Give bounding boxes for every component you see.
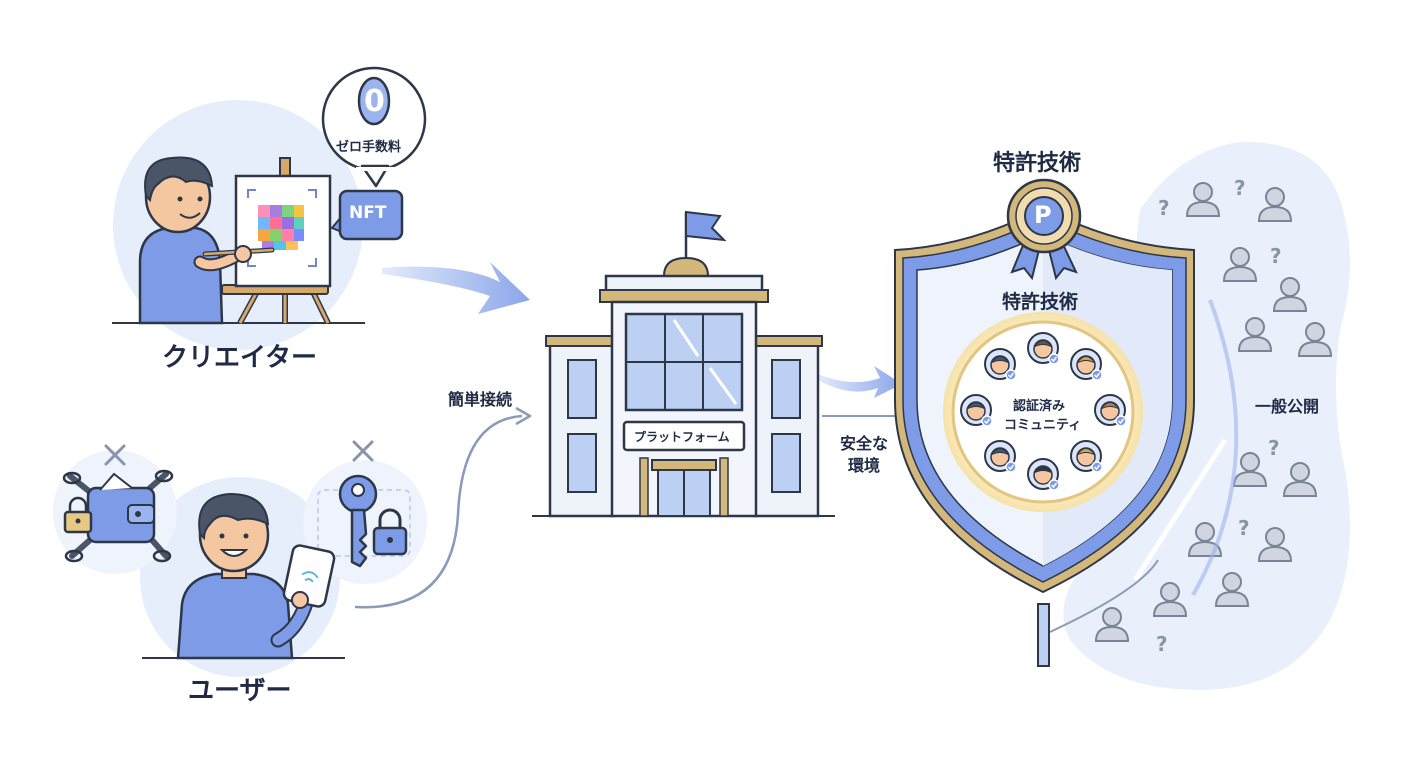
patent-title-inner: 特許技術 xyxy=(1002,291,1079,313)
question-mark: ? xyxy=(1156,632,1168,656)
creator-label: クリエイター xyxy=(162,343,317,373)
question-mark: ? xyxy=(1270,244,1282,268)
public-person-icon xyxy=(1237,317,1273,352)
check-badge-icon xyxy=(1115,415,1127,427)
community-avatars xyxy=(960,332,1127,491)
secure-environment-line1: 安全な xyxy=(840,434,889,453)
platform-sign xyxy=(622,420,746,452)
smartphone-icon xyxy=(282,544,336,609)
public-person-icon xyxy=(1214,572,1250,607)
community-member-avatar xyxy=(1070,348,1103,381)
check-badge-icon xyxy=(1048,479,1060,491)
public-person-icon xyxy=(1257,527,1293,562)
verified-community-line1: 認証済み xyxy=(1013,399,1066,414)
community-member-avatar xyxy=(1027,458,1060,491)
zero-fee-text: ゼロ手数料 xyxy=(336,140,402,155)
creator-to-platform-arrow xyxy=(382,262,530,314)
wallet-icon xyxy=(62,469,174,563)
user-label: ユーザー xyxy=(188,676,292,706)
crowd-people xyxy=(1094,182,1333,642)
zero-fee-bubble xyxy=(321,66,427,188)
zero-fee-number: 0 xyxy=(364,84,385,119)
padlock-icon xyxy=(63,496,93,534)
nft-pixel-art xyxy=(258,205,304,250)
creator-illustration xyxy=(112,66,427,350)
public-person-icon xyxy=(1185,182,1221,217)
easel-icon xyxy=(221,157,332,325)
platform-building xyxy=(532,210,835,518)
user-illustration xyxy=(53,440,427,677)
public-person-icon xyxy=(1257,187,1293,222)
x-mark-icon xyxy=(352,440,374,462)
secure-environment-line2: 環境 xyxy=(848,456,881,475)
check-badge-icon xyxy=(1005,369,1017,381)
platform-to-shield-arrow xyxy=(818,366,902,398)
patent-medal-icon xyxy=(1006,178,1082,281)
x-mark-icon xyxy=(104,444,126,466)
public-person-icon xyxy=(1282,462,1318,497)
medal-letter: P xyxy=(1034,201,1052,229)
public-person-icon xyxy=(1222,247,1258,282)
key-icon xyxy=(317,474,411,568)
connector-arrowhead xyxy=(515,406,532,426)
flag-icon xyxy=(684,210,727,262)
community-member-avatar xyxy=(1094,394,1127,427)
platform-sign-label: プラットフォーム xyxy=(634,430,730,444)
check-badge-icon xyxy=(1048,353,1060,365)
public-person-icon xyxy=(1272,277,1308,312)
public-person-icon xyxy=(1094,607,1130,642)
check-badge-icon xyxy=(981,415,993,427)
user-to-platform-connector xyxy=(354,414,523,609)
question-mark: ? xyxy=(1234,176,1246,200)
community-member-avatar xyxy=(960,394,993,427)
public-label: 一般公開 xyxy=(1255,397,1320,416)
community-member-avatar xyxy=(1027,332,1060,365)
creator-person xyxy=(138,156,275,325)
public-person-icon xyxy=(1152,582,1188,617)
verified-community-line2: コミュニティ xyxy=(1004,418,1082,433)
question-mark: ? xyxy=(1268,436,1280,460)
check-badge-icon xyxy=(1091,369,1103,381)
nft-tag-label: NFT xyxy=(349,203,387,223)
question-mark: ? xyxy=(1158,196,1170,220)
check-badge-icon xyxy=(1091,461,1103,473)
nft-tag xyxy=(330,189,404,241)
public-person-icon xyxy=(1232,452,1268,487)
public-person-icon xyxy=(1297,322,1333,357)
question-mark: ? xyxy=(1238,516,1250,540)
community-member-avatar xyxy=(984,348,1017,381)
patent-title-top: 特許技術 xyxy=(993,151,1082,176)
community-member-avatar xyxy=(984,440,1017,473)
padlock-icon xyxy=(372,508,408,556)
easy-connection-label: 簡単接続 xyxy=(448,390,513,409)
check-badge-icon xyxy=(1005,461,1017,473)
community-member-avatar xyxy=(1070,440,1103,473)
